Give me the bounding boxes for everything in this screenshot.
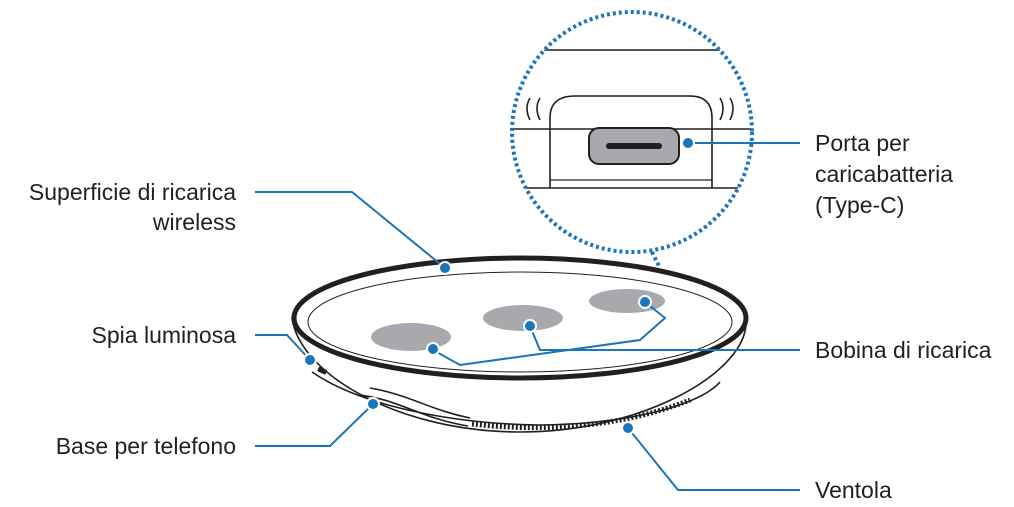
label-fan: Ventola [815,477,892,503]
phone-base-edge-inner [369,387,471,419]
leader-coil [529,325,800,351]
labels: Superficie di ricarica wireless Spia lum… [29,130,992,503]
leader-phone-base [255,403,374,447]
label-port-line2: caricabatteria [815,161,953,187]
charging-surface-inner [307,271,733,373]
charger-device [291,255,749,433]
port-zoom-callout [510,10,754,269]
label-surface-line1: Superficie di ricarica [29,179,236,205]
label-port-line3: (Type-C) [815,192,904,218]
indicator-light [317,366,328,375]
fan-vent [471,397,691,431]
label-coil: Bobina di ricarica [815,337,992,363]
charging-coil-center [483,305,563,331]
label-surface-line2: wireless [152,209,236,235]
leader-fan [627,427,800,491]
label-port-line1: Porta per [815,130,910,156]
leader-indicator [255,334,311,361]
port-housing [549,95,713,188]
label-phone-base: Base per telefono [56,433,236,459]
charger-base-rim [311,371,721,426]
zoom-circle [510,10,754,254]
leader-lines [255,136,800,491]
phone-base-edge [359,394,469,427]
leader-surface [255,191,446,269]
label-indicator: Spia luminosa [92,322,237,348]
